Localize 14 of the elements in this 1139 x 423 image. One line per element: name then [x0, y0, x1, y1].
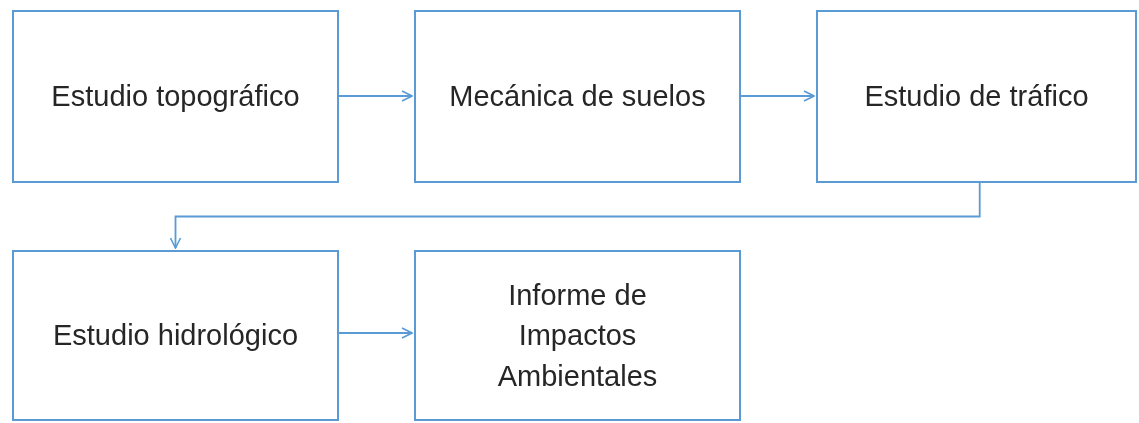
arrow	[338, 327, 413, 339]
process-box	[12, 10, 339, 183]
box-label: Mecánica de suelos	[449, 79, 706, 115]
process-box	[414, 10, 741, 183]
process-box	[414, 250, 741, 421]
arrow	[338, 90, 413, 102]
box-label: Estudio de tráfico	[864, 79, 1089, 115]
arrow	[169, 182, 981, 249]
process-box	[12, 250, 339, 421]
box-label: Informe de Impactos Ambientales	[496, 277, 659, 394]
box-label: Estudio topográfico	[51, 79, 300, 115]
process-box	[816, 10, 1137, 183]
arrow	[740, 90, 815, 102]
box-label: Estudio hidrológico	[52, 318, 298, 354]
